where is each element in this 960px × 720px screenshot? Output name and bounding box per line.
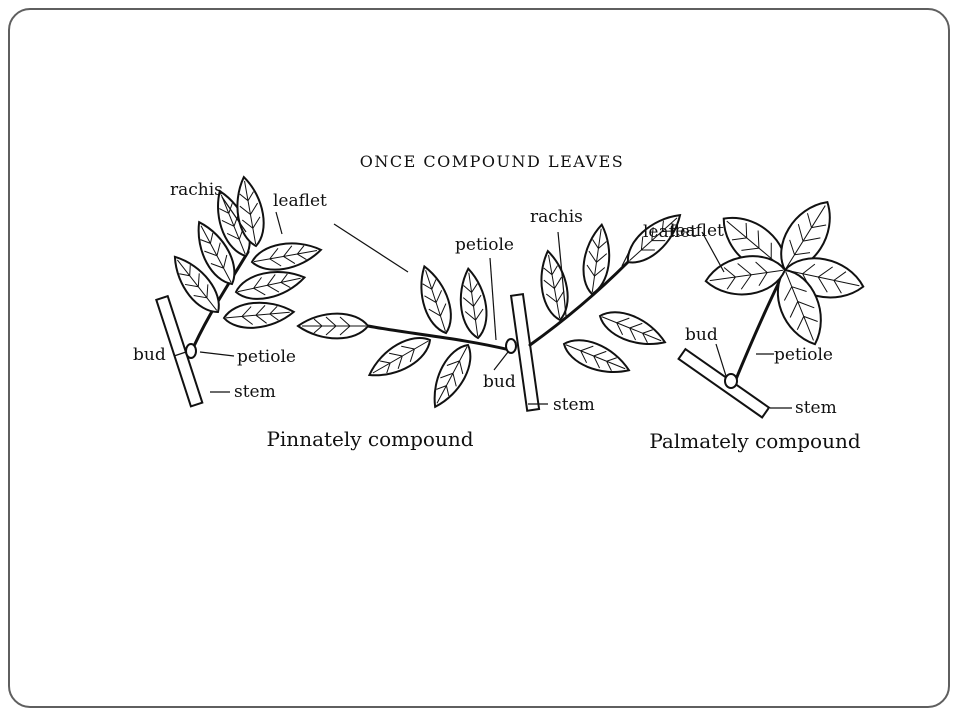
left-bud-label: bud (133, 345, 166, 365)
middle-bud (505, 338, 517, 354)
pinnately-caption: Pinnately compound (266, 427, 473, 451)
left-stem-label: stem (234, 382, 276, 402)
left-leaflet (232, 264, 309, 306)
middle-rachis-label: rachis (530, 207, 583, 227)
middle-leaflet-label: leaflet (643, 222, 697, 242)
right-bud (724, 373, 738, 389)
left-leaflet (248, 236, 325, 276)
middle-leaflet (362, 328, 438, 387)
right-petiole-label: petiole (774, 345, 833, 365)
middle-leaflet (423, 338, 480, 414)
middle-stem (509, 293, 541, 412)
right-stem (677, 347, 771, 419)
right-bud-label: bud (685, 325, 718, 345)
pinnately-compound-leaf: petiole rachis leaflet bud stem Pinnatel… (266, 204, 697, 451)
left-petiole-label: petiole (237, 347, 296, 367)
middle-petiole-label: petiole (455, 235, 514, 255)
middle-leaflet (297, 312, 369, 340)
left-leaflet-label: leaflet (273, 191, 327, 211)
middle-leaflet (411, 261, 459, 338)
middle-leaflet (594, 303, 671, 355)
middle-stem-label: stem (553, 395, 595, 415)
diagram-title: ONCE COMPOUND LEAVES (360, 152, 624, 171)
right-stem-label: stem (795, 398, 837, 418)
left-stem (155, 294, 204, 408)
left-pinnate-leaf: rachis leaflet bud petiole stem (133, 173, 327, 408)
middle-left-rachis (366, 324, 512, 352)
left-leaflet (221, 298, 296, 332)
left-bud (185, 343, 197, 359)
middle-leaflet (534, 247, 574, 324)
palmately-compound-leaf: leaflet bud petiole stem Palmately compo… (649, 191, 869, 453)
middle-leaflet (455, 265, 492, 341)
slide-frame (8, 8, 950, 708)
middle-right-rachis (528, 260, 630, 347)
middle-leaflet (558, 331, 635, 383)
left-rachis-label: rachis (170, 180, 223, 200)
middle-bud-label: bud (483, 372, 516, 392)
right-leaflet-label: leaflet (670, 221, 724, 241)
palmately-caption: Palmately compound (649, 429, 861, 453)
middle-leaflet (578, 221, 615, 297)
